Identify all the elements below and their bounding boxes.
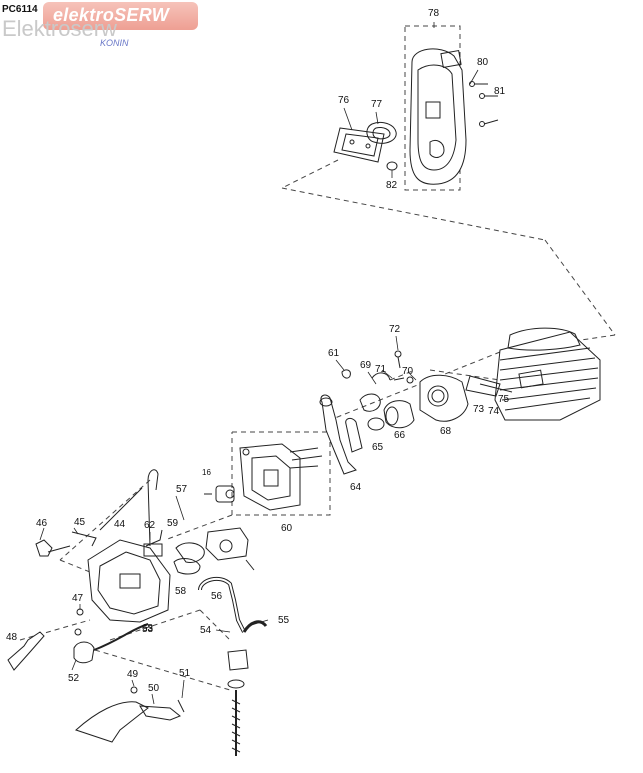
- handle-tank: [87, 469, 171, 623]
- part-label: 60: [281, 523, 293, 534]
- dashed-guides: [19, 25, 616, 691]
- brand-logo-text: elektroSERW: [53, 5, 170, 25]
- city-text: KONIN: [100, 38, 129, 48]
- part-label: 72: [389, 324, 401, 335]
- trigger-parts: [75, 686, 185, 743]
- part-label: 48: [6, 632, 18, 643]
- part-label: 51: [179, 668, 191, 679]
- part-label: 74: [488, 406, 500, 417]
- watermark-text: Elektroserw: [2, 16, 117, 41]
- part-label: 56: [211, 591, 223, 602]
- part-label: 78: [428, 8, 440, 19]
- part-label: 54: [200, 625, 212, 636]
- part-label: 47: [72, 593, 84, 604]
- part-label: 46: [36, 518, 48, 529]
- part-label: 82: [386, 180, 398, 191]
- part-label: 55: [278, 615, 290, 626]
- part-label: 80: [477, 57, 489, 68]
- part-label: 69: [360, 360, 372, 371]
- brand-logo: elektroSERW: [43, 2, 198, 30]
- carburetor-part: [173, 527, 255, 575]
- fuel-pickup: [227, 649, 249, 756]
- part-label: 44: [114, 519, 126, 530]
- cylinder-part: [494, 327, 601, 421]
- part-label: 53: [142, 624, 154, 635]
- part-label: 63: [142, 623, 154, 634]
- part-label: 68: [440, 426, 452, 437]
- muffler-gaskets: [333, 121, 397, 163]
- fuel-pipe: [198, 576, 268, 633]
- fuel-filter: [73, 608, 149, 664]
- part-label: 58: [175, 586, 187, 597]
- part-label: 49: [127, 669, 139, 680]
- part-label: 16: [202, 468, 211, 477]
- part-label: 65: [372, 442, 384, 453]
- part-label: 75: [498, 394, 510, 405]
- part-label: 45: [74, 517, 86, 528]
- primer-part: [204, 485, 235, 503]
- part-label: 59: [167, 518, 179, 529]
- bracket-part: [319, 394, 363, 475]
- muffler-part: [386, 48, 499, 185]
- part-label: 73: [473, 404, 485, 415]
- intake-boot: [341, 369, 415, 431]
- part-label: 52: [68, 673, 80, 684]
- part-label: 71: [375, 364, 387, 375]
- part-label: 70: [402, 366, 414, 377]
- part-label: 76: [338, 95, 350, 106]
- part-label: 64: [350, 482, 362, 493]
- part-label: 77: [371, 99, 383, 110]
- throttle-parts: [7, 531, 97, 671]
- part-label: 50: [148, 683, 160, 694]
- part-label: 66: [394, 430, 406, 441]
- document-code: PC6114: [2, 4, 38, 15]
- leader-lines: [39, 22, 479, 705]
- part-label: 62: [144, 520, 156, 531]
- part-label: 57: [176, 484, 188, 495]
- part-label: 81: [494, 86, 506, 97]
- part-label: 61: [328, 348, 340, 359]
- carburetor-housing: [239, 443, 323, 511]
- intake-manifold: [393, 350, 513, 422]
